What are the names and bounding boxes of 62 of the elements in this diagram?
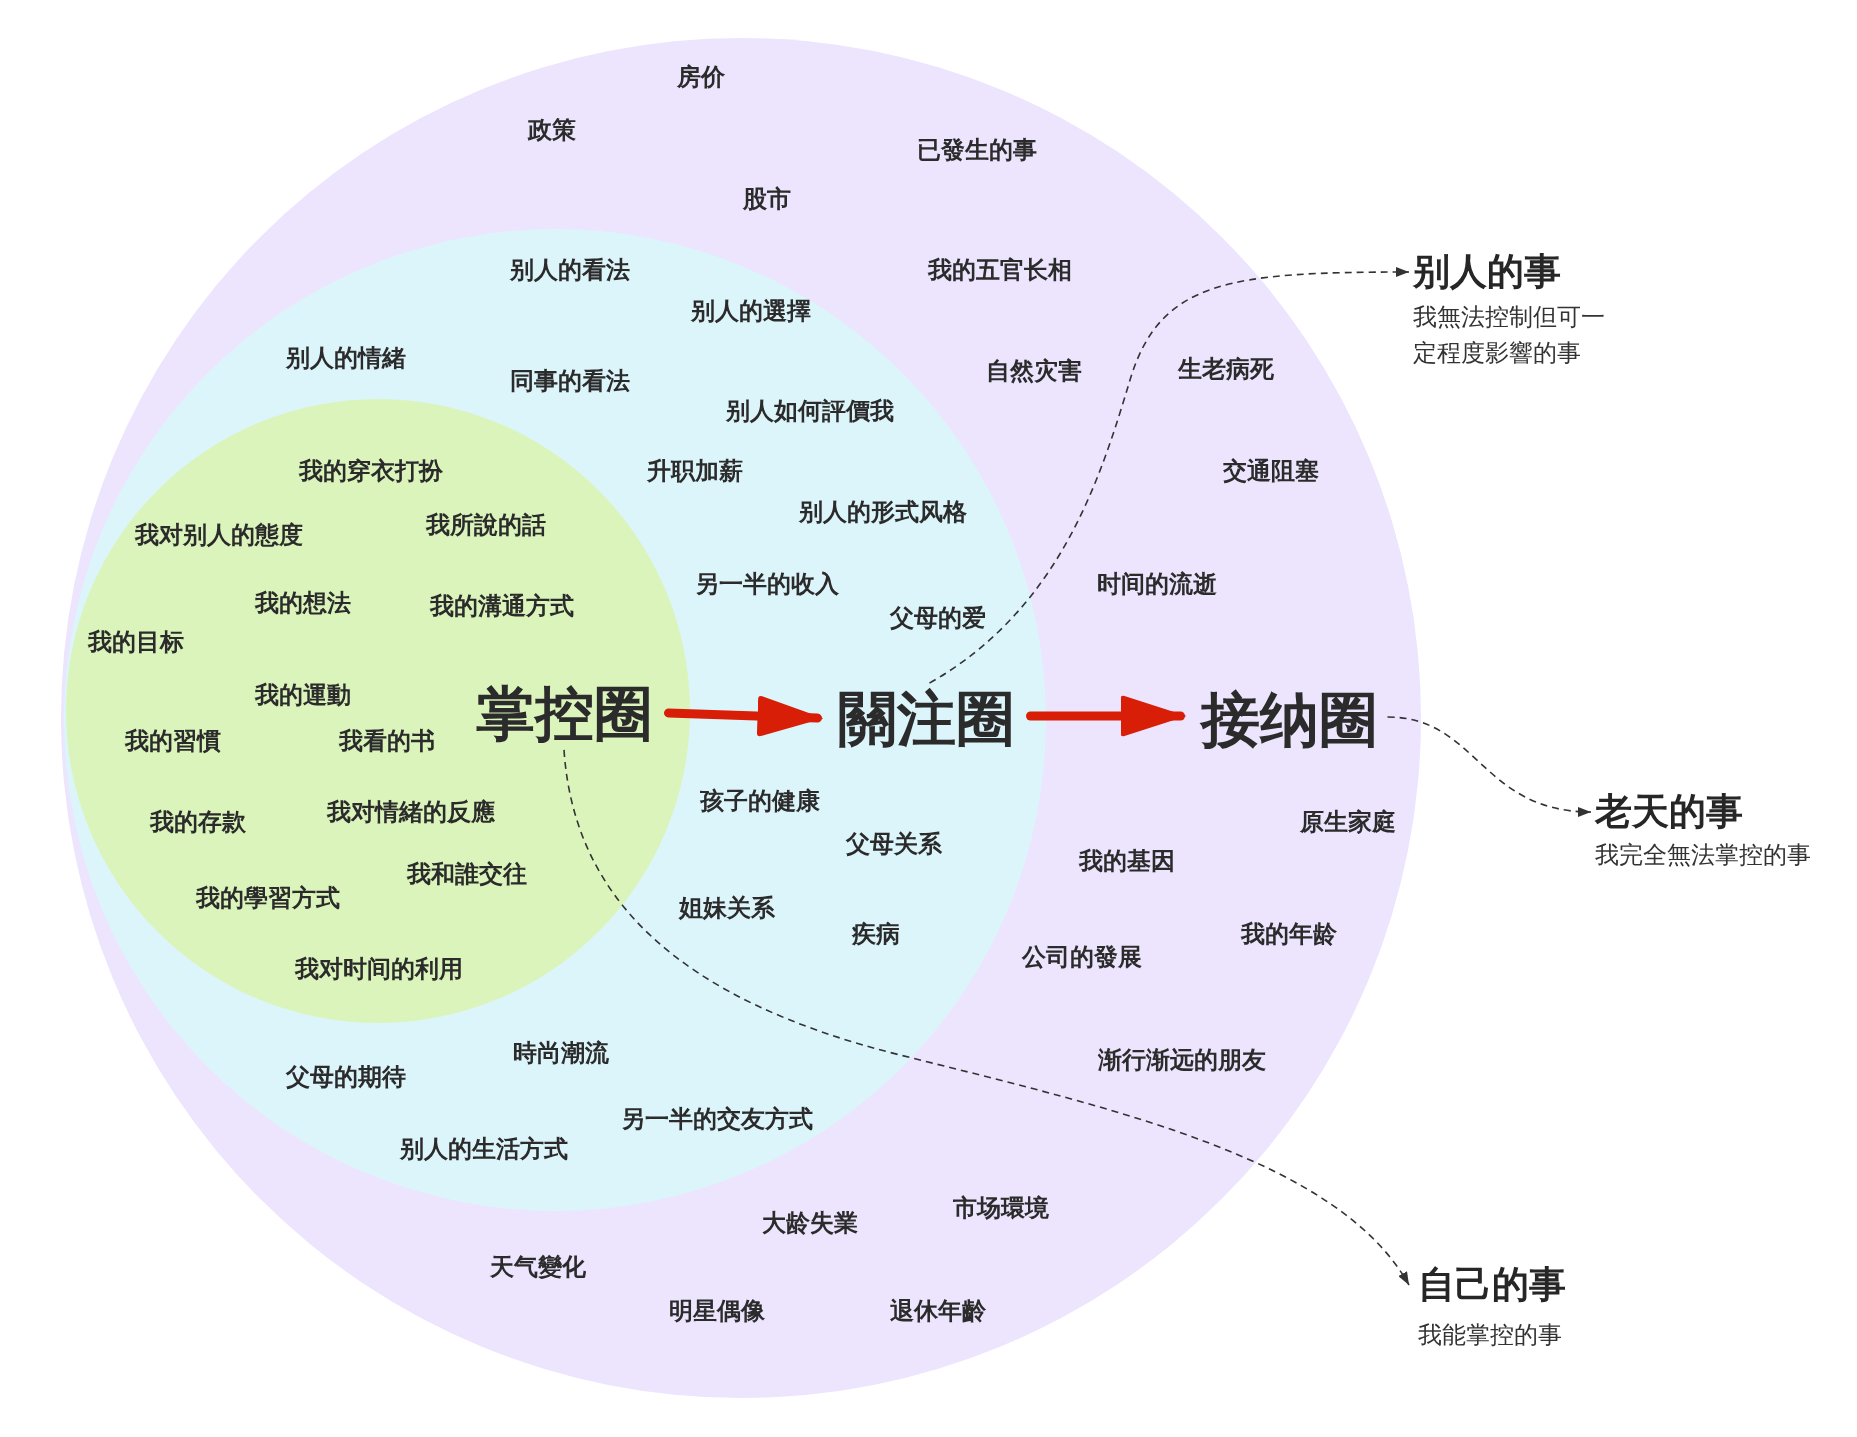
item-label: 我的基因 bbox=[1079, 846, 1175, 876]
item-label: 交通阻塞 bbox=[1223, 456, 1319, 486]
item-label: 政策 bbox=[528, 115, 576, 145]
item-label: 天气變化 bbox=[490, 1252, 586, 1282]
dashed-arrow bbox=[928, 267, 1410, 684]
category-title: 自己的事 bbox=[1418, 1263, 1566, 1308]
zone-title: 掌控圈 bbox=[475, 680, 653, 748]
item-label: 我的存款 bbox=[150, 807, 246, 837]
zone-title: 關注圈 bbox=[837, 685, 1015, 753]
item-label: 另一半的收入 bbox=[695, 569, 839, 599]
item-label: 我的學習方式 bbox=[196, 883, 340, 913]
category-title: 老天的事 bbox=[1595, 790, 1743, 835]
item-label: 時尚潮流 bbox=[513, 1038, 609, 1068]
item-label: 我的溝通方式 bbox=[430, 591, 574, 621]
item-label: 我对情緒的反應 bbox=[327, 797, 495, 827]
category-description: 我能掌控的事 bbox=[1418, 1320, 1562, 1352]
item-label: 我看的书 bbox=[339, 726, 435, 756]
category-title: 别人的事 bbox=[1413, 250, 1561, 295]
item-label: 别人如何評價我 bbox=[726, 396, 894, 426]
item-label: 我的穿衣打扮 bbox=[299, 456, 443, 486]
item-label: 公司的發展 bbox=[1022, 942, 1142, 972]
item-label: 原生家庭 bbox=[1300, 807, 1396, 837]
item-label: 我的習慣 bbox=[125, 726, 221, 756]
item-label: 我和誰交往 bbox=[407, 859, 527, 889]
item-label: 大龄失業 bbox=[762, 1208, 858, 1238]
item-label: 已發生的事 bbox=[917, 135, 1037, 165]
item-label: 生老病死 bbox=[1178, 354, 1274, 384]
item-label: 我对时间的利用 bbox=[295, 954, 463, 984]
item-label: 疾病 bbox=[852, 919, 900, 949]
item-label: 渐行渐远的朋友 bbox=[1098, 1045, 1266, 1075]
item-label: 时间的流逝 bbox=[1097, 569, 1217, 599]
item-label: 自然灾害 bbox=[986, 356, 1082, 386]
item-label: 孩子的健康 bbox=[700, 786, 820, 816]
item-label: 别人的情緒 bbox=[286, 343, 406, 373]
item-label: 我的年龄 bbox=[1241, 919, 1337, 949]
zone-title: 接纳圈 bbox=[1200, 686, 1378, 754]
item-label: 另一半的交友方式 bbox=[621, 1104, 813, 1134]
item-label: 别人的生活方式 bbox=[400, 1134, 568, 1164]
item-label: 我所說的話 bbox=[426, 510, 546, 540]
item-label: 明星偶像 bbox=[669, 1296, 765, 1326]
item-label: 我的想法 bbox=[255, 588, 351, 618]
item-label: 别人的看法 bbox=[510, 255, 630, 285]
item-label: 父母关系 bbox=[846, 829, 942, 859]
item-label: 同事的看法 bbox=[510, 366, 630, 396]
item-label: 父母的期待 bbox=[286, 1062, 406, 1092]
item-label: 别人的形式风格 bbox=[799, 497, 967, 527]
item-label: 我对别人的態度 bbox=[135, 520, 303, 550]
item-label: 升职加薪 bbox=[647, 456, 743, 486]
item-label: 姐妹关系 bbox=[679, 893, 775, 923]
category-description: 我無法控制但可一定程度影響的事 bbox=[1413, 302, 1606, 370]
item-label: 退休年齡 bbox=[890, 1296, 986, 1326]
item-label: 我的五官长相 bbox=[928, 255, 1072, 285]
item-label: 别人的選擇 bbox=[691, 296, 811, 326]
item-label: 我的目标 bbox=[88, 627, 184, 657]
category-description: 我完全無法掌控的事 bbox=[1595, 840, 1811, 872]
item-label: 股市 bbox=[743, 184, 791, 214]
item-label: 父母的爱 bbox=[890, 603, 986, 633]
dashed-arrow bbox=[1386, 716, 1592, 817]
item-label: 房价 bbox=[677, 62, 725, 92]
dashed-arrow bbox=[563, 749, 1410, 1286]
item-label: 我的運動 bbox=[255, 680, 351, 710]
item-label: 市场環境 bbox=[953, 1193, 1049, 1223]
